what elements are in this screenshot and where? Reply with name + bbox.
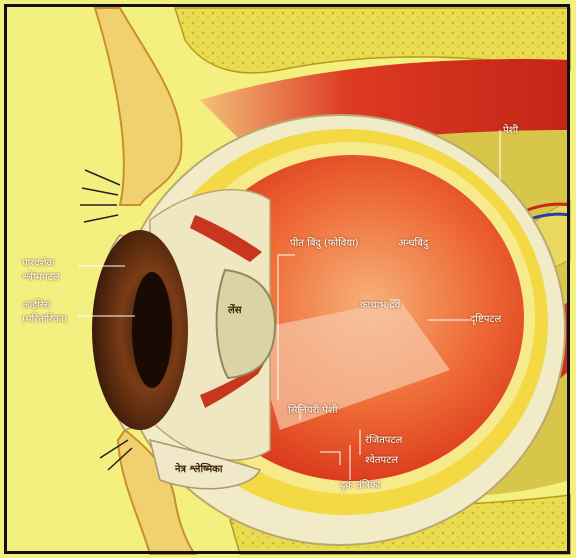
label-vitreous: काचाभ द्रव bbox=[360, 300, 400, 312]
label-tear-gland: नेत्र श्लेष्मिका bbox=[175, 464, 222, 476]
label-iris-alt: (परितारिका) bbox=[22, 314, 67, 326]
label-choroid: रंजितपटल bbox=[365, 435, 402, 447]
label-lens: लेंस bbox=[228, 305, 242, 317]
label-retina: दृष्टिपटल bbox=[470, 314, 501, 326]
label-muscle: पेशी bbox=[503, 125, 518, 137]
label-ciliary: सिलियरी पेशी bbox=[288, 405, 337, 417]
label-blind-spot: अन्धबिंदु bbox=[398, 238, 428, 250]
label-sclera: श्वेतपटल bbox=[365, 455, 398, 467]
label-cornea: पारदर्शक bbox=[22, 258, 54, 270]
diagram-border bbox=[4, 4, 570, 554]
label-iris: आईरिस bbox=[22, 300, 51, 312]
label-yellow-spot: पीत बिंदु (फोविया) bbox=[290, 238, 359, 250]
label-conjunctiva: श्लेष्मपटल bbox=[22, 272, 60, 284]
label-optic-nerve: दृक तंत्रिका bbox=[340, 480, 380, 492]
